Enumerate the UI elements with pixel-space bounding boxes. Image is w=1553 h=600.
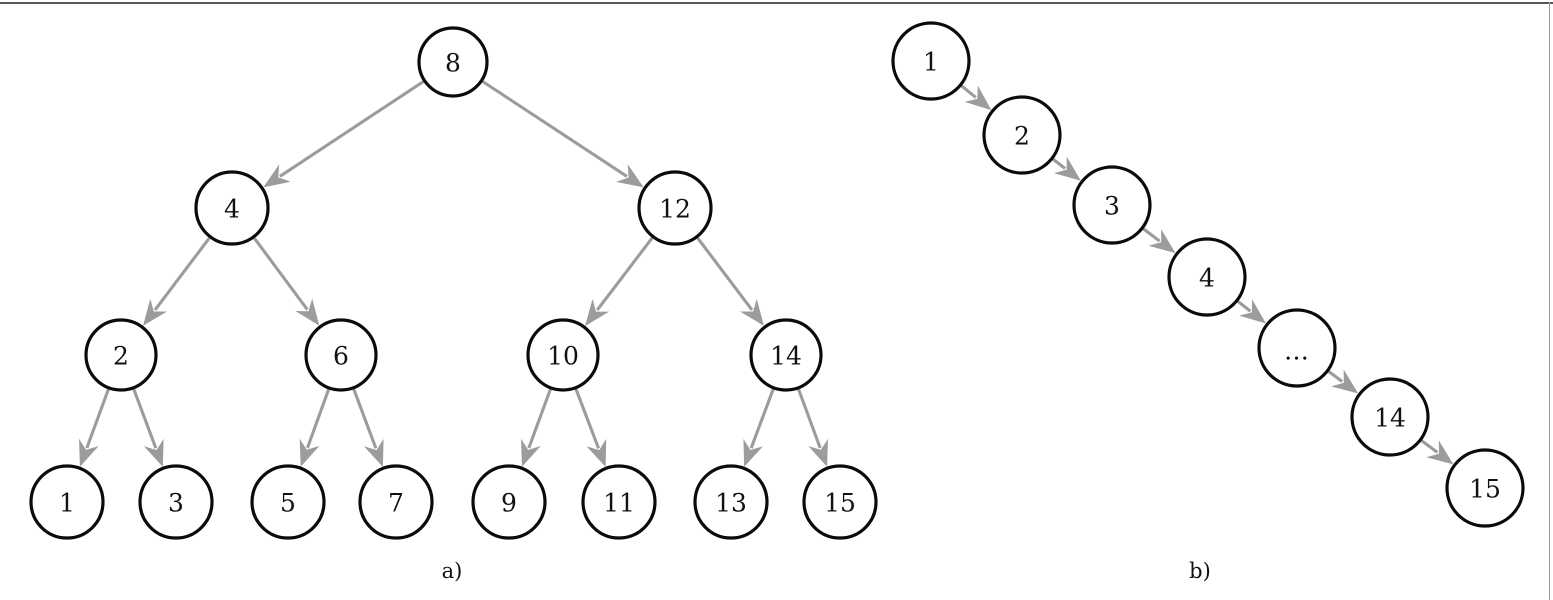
tree-edge	[1142, 227, 1176, 254]
tree-edge	[1420, 439, 1454, 465]
tree-node-label: 3	[168, 489, 184, 518]
tree-edge	[1237, 299, 1266, 324]
tree-edge	[79, 388, 110, 467]
tree-edge	[696, 236, 765, 326]
tree-edge	[352, 388, 384, 467]
tree-edge	[960, 84, 992, 111]
tree-node[interactable]: 14	[1350, 377, 1430, 457]
tree-edge	[521, 388, 552, 467]
tree-node-label: 12	[659, 195, 691, 224]
tree-node-label: 10	[547, 342, 579, 371]
tree-node-label: 6	[333, 342, 349, 371]
tree-node[interactable]: 8	[417, 26, 489, 98]
tree-node-label: 13	[715, 489, 747, 518]
tree-edge	[299, 388, 331, 467]
tree-node[interactable]: 15	[1445, 448, 1525, 528]
tree-node[interactable]: 15	[802, 464, 878, 540]
tree-node[interactable]: 2	[982, 95, 1062, 175]
tree-node-label: 5	[280, 489, 296, 518]
tree-node[interactable]: 6	[304, 318, 378, 392]
tree-node[interactable]: 12	[637, 170, 713, 246]
tree-node-label: …	[1284, 337, 1310, 366]
tree-node[interactable]: 3	[138, 464, 214, 540]
tree-node-label: 1	[59, 489, 75, 518]
tree-node[interactable]: 10	[526, 318, 600, 392]
tree-edge	[263, 80, 425, 188]
tree-node[interactable]: 2	[84, 318, 158, 392]
tree-node-label: 11	[603, 489, 635, 518]
tree-node-label: 4	[224, 195, 240, 224]
captions-layer: a) b)	[442, 559, 1211, 583]
tree-node-label: 1	[923, 48, 939, 77]
tree-node[interactable]: 4	[1167, 237, 1247, 317]
tree-node[interactable]: 4	[194, 170, 270, 246]
tree-node-label: 3	[1104, 192, 1120, 221]
tree-node-label: 15	[824, 489, 856, 518]
tree-edge	[142, 236, 211, 326]
tree-node[interactable]: …	[1257, 308, 1337, 388]
tree-node[interactable]: 1	[29, 464, 105, 540]
tree-edge	[1327, 369, 1359, 394]
tree-node-label: 2	[113, 342, 129, 371]
tree-node[interactable]: 1	[891, 21, 971, 101]
tree-node[interactable]: 14	[749, 318, 823, 392]
tree-node-label: 4	[1199, 264, 1215, 293]
tree-node-label: 15	[1469, 475, 1501, 504]
tree-edge	[1052, 156, 1081, 181]
tree-node-label: 7	[388, 489, 404, 518]
tree-edge	[797, 388, 828, 467]
tree-edge	[585, 236, 654, 326]
right-divider-rule	[1549, 2, 1550, 600]
tree-edge	[132, 388, 164, 467]
tree-edge	[743, 388, 775, 467]
tree-edge	[574, 388, 607, 467]
tree-edge	[481, 80, 644, 188]
tree-node[interactable]: 11	[581, 464, 657, 540]
top-divider-rule	[0, 2, 1553, 4]
panel-caption: a)	[442, 559, 463, 583]
tree-node-label: 8	[445, 49, 461, 78]
tree-node[interactable]: 13	[693, 464, 769, 540]
tree-node[interactable]: 5	[250, 464, 326, 540]
tree-node[interactable]: 9	[471, 464, 547, 540]
tree-node-label: 14	[770, 342, 802, 371]
tree-node-label: 9	[501, 489, 517, 518]
tree-node[interactable]: 3	[1072, 165, 1152, 245]
tree-node[interactable]: 7	[358, 464, 434, 540]
tree-node-label: 14	[1374, 404, 1406, 433]
edges-layer	[79, 80, 1454, 467]
tree-node-label: 2	[1014, 122, 1030, 151]
panel-caption: b)	[1189, 559, 1211, 583]
tree-edge	[253, 237, 320, 326]
